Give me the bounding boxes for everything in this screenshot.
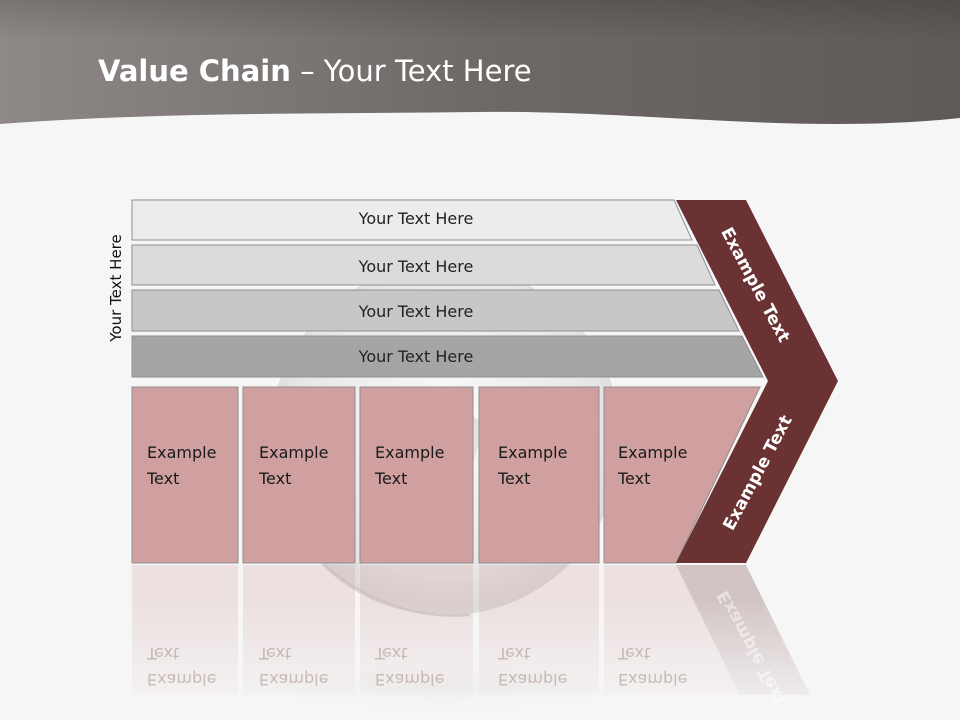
header-shade — [0, 0, 960, 40]
activity-label-1-line2: Text — [147, 469, 180, 488]
support-bar-1 — [131, 199, 693, 241]
activity-reflection-3-line1: Example — [375, 670, 445, 689]
support-bar-label-4: Your Text Here — [358, 347, 474, 366]
support-bar-2 — [131, 244, 716, 286]
activity-label-2-line2: Text — [259, 469, 292, 488]
title-bold: Value Chain — [98, 54, 291, 88]
activity-reflection-1: Example Text — [147, 640, 216, 692]
activity-label-4-line2: Text — [498, 469, 531, 488]
activity-box-2 — [242, 386, 356, 564]
margin-chevron — [676, 200, 838, 563]
activity-box-4 — [478, 386, 600, 564]
activity-label-1-line1: Example — [147, 443, 217, 462]
activity-reflection-1-line2: Text — [147, 644, 180, 663]
support-bar-label-1: Your Text Here — [358, 209, 474, 228]
activity-reflection-3: Example Text — [375, 640, 444, 692]
activity-label-4: Example Text — [498, 440, 567, 492]
activity-reflection-4-line1: Example — [498, 670, 568, 689]
activity-reflection-1-line1: Example — [147, 670, 217, 689]
support-bar-3 — [131, 289, 740, 332]
activity-label-2-line1: Example — [259, 443, 329, 462]
activity-reflection-4-line2: Text — [498, 644, 531, 663]
activity-label-1: Example Text — [147, 440, 216, 492]
activity-reflection-5: Example Text — [618, 640, 687, 692]
activity-label-5: Example Text — [618, 440, 687, 492]
activity-label-3-line1: Example — [375, 443, 445, 462]
activity-box-1 — [131, 386, 239, 564]
title-rest: – Your Text Here — [290, 54, 532, 88]
activity-reflection-2-line1: Example — [259, 670, 329, 689]
activity-reflection-3-line2: Text — [375, 644, 408, 663]
activity-label-3: Example Text — [375, 440, 444, 492]
support-bar-label-3: Your Text Here — [358, 302, 474, 321]
activity-label-5-line1: Example — [618, 443, 688, 462]
activity-label-4-line1: Example — [498, 443, 568, 462]
activity-reflection-5-line2: Text — [618, 644, 651, 663]
activity-reflection-2-line2: Text — [259, 644, 292, 663]
side-label: Your Text Here — [107, 234, 125, 342]
activity-label-5-line2: Text — [618, 469, 651, 488]
activity-label-2: Example Text — [259, 440, 328, 492]
support-bar-label-2: Your Text Here — [358, 257, 474, 276]
reflection-fade — [100, 600, 860, 720]
activity-label-3-line2: Text — [375, 469, 408, 488]
support-bar-4 — [131, 335, 764, 378]
activity-box-3 — [359, 386, 474, 564]
slide-title: Value Chain – Your Text Here — [98, 54, 532, 88]
activity-reflection-5-line1: Example — [618, 670, 688, 689]
activity-reflection-4: Example Text — [498, 640, 567, 692]
activity-reflection-2: Example Text — [259, 640, 328, 692]
